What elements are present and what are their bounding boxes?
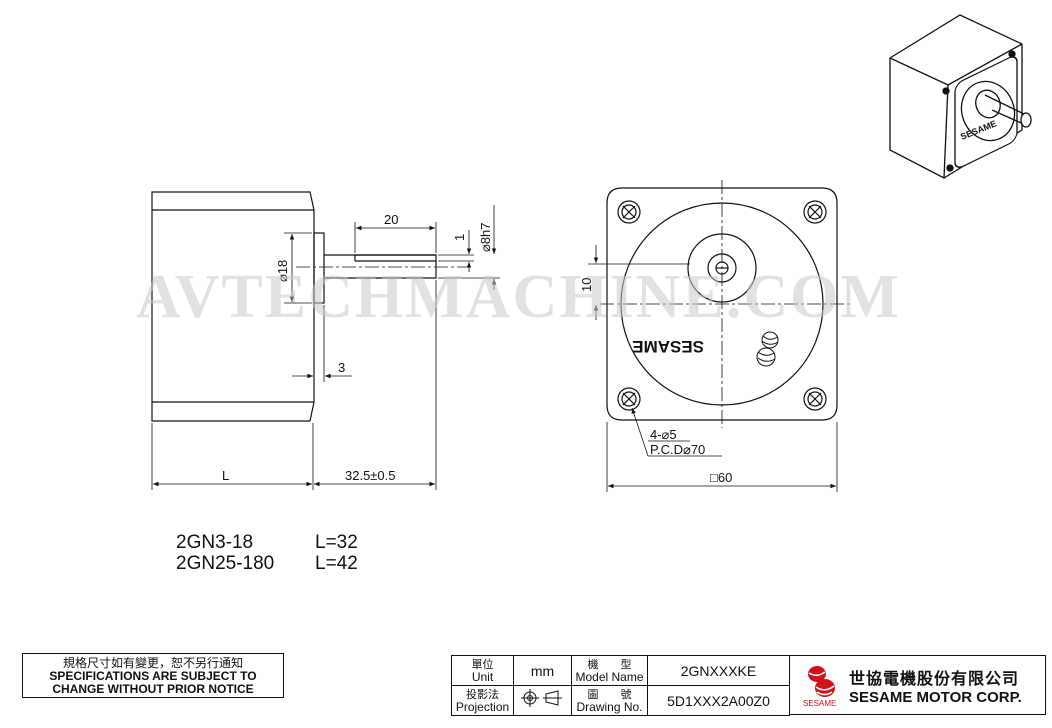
isometric-view: SESAME bbox=[889, 14, 1032, 179]
motor-logo-text: SESAME bbox=[632, 337, 704, 356]
dim-pcd: P.C.D⌀70 bbox=[650, 442, 705, 457]
model-name-2: 2GN25-180 bbox=[176, 553, 274, 574]
dim-key-height: 10 bbox=[579, 278, 594, 292]
square-flange bbox=[606, 187, 838, 421]
projection-symbol bbox=[513, 685, 572, 716]
model-value: 2GNXXXKE bbox=[647, 655, 790, 686]
dim-shaft-dia: ⌀8h7 bbox=[478, 222, 493, 252]
sesame-logo-icon bbox=[756, 331, 779, 367]
model-length-2: L=42 bbox=[315, 553, 358, 574]
model-length-1: L=32 bbox=[315, 532, 358, 553]
spec-notice: 規格尺寸如有變更，恕不另行通知 SPECIFICATIONS ARE SUBJE… bbox=[22, 653, 284, 698]
company-logo-label: SESAME bbox=[803, 699, 837, 708]
third-angle-projection-icon bbox=[520, 689, 562, 707]
model-name-1: 2GN3-18 bbox=[176, 532, 253, 553]
front-view-labels: SESAME 10 4-⌀5 P.C.D⌀70 □60 bbox=[579, 278, 732, 485]
company-name-en: SESAME MOTOR CORP. bbox=[849, 689, 1022, 706]
unit-value: mm bbox=[513, 655, 572, 686]
side-view bbox=[151, 191, 500, 490]
mounting-holes bbox=[617, 200, 827, 411]
dim-square: □60 bbox=[710, 470, 732, 485]
dim-boss-height: 3 bbox=[338, 360, 345, 375]
notice-en-line1: SPECIFICATIONS ARE SUBJECT TO bbox=[49, 669, 257, 683]
drawing-value: 5D1XXX2A00Z0 bbox=[647, 685, 790, 716]
watermark: AVTECHMACHINE.COM bbox=[136, 263, 901, 331]
front-view bbox=[588, 180, 850, 492]
side-view-dimension-labels: 20 1 ⌀8h7 ⌀18 3 L 32.5±0.5 bbox=[222, 212, 493, 483]
dim-holes: 4-⌀5 bbox=[650, 427, 677, 442]
company-logo-icon bbox=[808, 666, 835, 697]
dim-shaft-length: 20 bbox=[384, 212, 398, 227]
dim-body-length: L bbox=[222, 468, 229, 483]
notice-zh: 規格尺寸如有變更，恕不另行通知 bbox=[62, 656, 243, 670]
dim-shaft-total: 32.5±0.5 bbox=[345, 468, 396, 483]
mount-boss bbox=[313, 232, 325, 304]
company-block: SESAME 世協電機股份有限公司 SESAME MOTOR CORP. bbox=[789, 655, 1046, 715]
dim-key-depth: 1 bbox=[452, 234, 467, 241]
notice-en-line2: CHANGE WITHOUT PRIOR NOTICE bbox=[52, 682, 254, 696]
company-name-zh: 世協電機股份有限公司 bbox=[849, 669, 1020, 688]
dim-boss-dia: ⌀18 bbox=[275, 260, 290, 282]
model-length-list: 2GN3-18 L=32 2GN25-180 L=42 bbox=[176, 532, 358, 574]
